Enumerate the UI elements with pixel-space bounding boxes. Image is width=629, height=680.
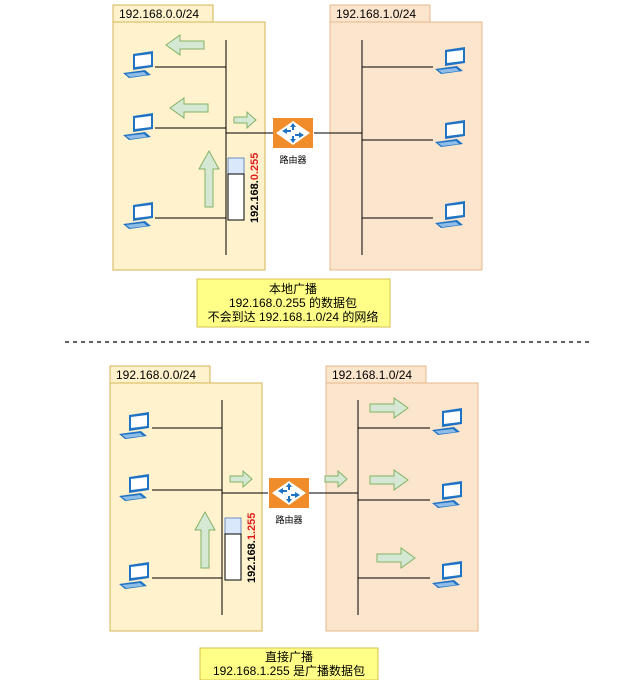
packet-address: 192.168.0.255 xyxy=(249,153,261,223)
packet-header xyxy=(227,157,245,175)
right-subnet-label: 192.168.1.0/24 xyxy=(336,7,416,21)
router-label: 路由器 xyxy=(279,154,306,165)
left-subnet-label: 192.168.0.0/24 xyxy=(116,368,196,382)
top-section: 192.168.0.0/24 192.168.1.0/24 192.168.0.… xyxy=(112,4,483,328)
router-icon xyxy=(269,478,309,508)
packet-header xyxy=(224,517,242,535)
caption-box xyxy=(196,278,391,328)
packet-address-prefix: 192.168. xyxy=(249,180,261,223)
packet-address-prefix: 192.168. xyxy=(246,540,258,583)
right-subnet-label-box xyxy=(329,4,431,23)
packet-address-highlight: 1.255 xyxy=(246,513,258,541)
left-subnet-label-box xyxy=(109,365,211,384)
packet-address-highlight: 0.255 xyxy=(249,153,261,181)
caption-line: 直接广播 xyxy=(265,649,313,664)
router-icon xyxy=(273,118,313,148)
packet-body xyxy=(227,173,245,221)
packet-body xyxy=(224,533,242,581)
right-subnet-label-box xyxy=(325,365,427,384)
caption-line: 192.168.0.255 的数据包 xyxy=(229,295,357,310)
left-subnet-label-box xyxy=(112,4,214,23)
router-label: 路由器 xyxy=(275,514,302,525)
packet-address: 192.168.1.255 xyxy=(246,513,258,583)
bottom-section: 192.168.0.0/24 192.168.1.0/24 19 xyxy=(109,365,479,680)
caption-line: 本地广播 xyxy=(269,282,317,296)
left-subnet-label: 192.168.0.0/24 xyxy=(119,7,199,21)
caption-box xyxy=(199,647,379,680)
caption-line: 192.168.1.255 是广播数据包 xyxy=(213,663,365,678)
caption-line: 不会到达 192.168.1.0/24 的网络 xyxy=(208,309,379,324)
right-subnet-label: 192.168.1.0/24 xyxy=(332,368,412,382)
